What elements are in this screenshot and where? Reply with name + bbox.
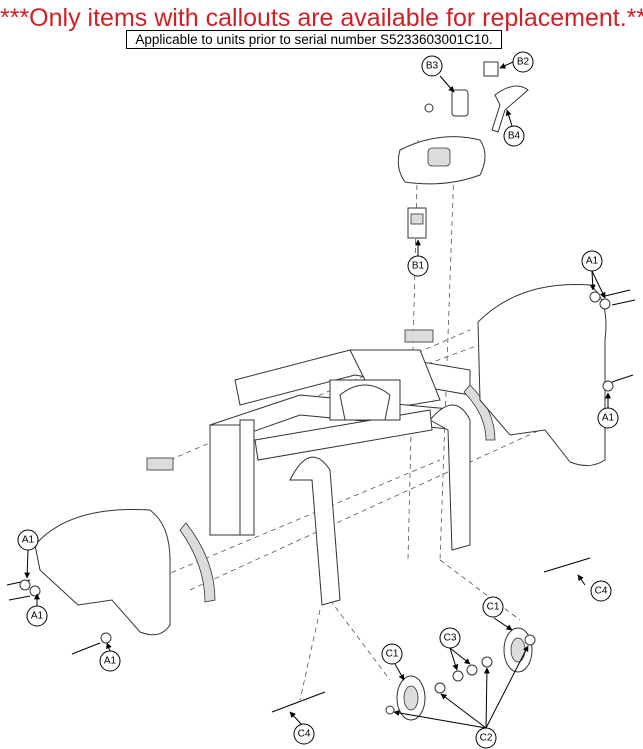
shroud-fasteners: [6, 289, 636, 655]
callout-leaders: [24, 61, 611, 729]
callout-label: C4: [298, 729, 311, 740]
callout-label: A1: [104, 656, 117, 667]
callout-label: C1: [386, 649, 399, 660]
callout-c4-left: C4: [293, 723, 315, 745]
callout-label: A1: [602, 413, 615, 424]
callout-label: B2: [517, 57, 530, 68]
console-assembly: [397, 61, 529, 239]
callout-label: A1: [22, 535, 35, 546]
callout-label: C3: [444, 633, 457, 644]
callout-b3: B3: [421, 55, 443, 77]
serial-notice: Applicable to units prior to serial numb…: [126, 30, 502, 49]
frame-chassis: [146, 329, 496, 606]
callout-c1-right: C1: [482, 596, 504, 618]
callout-label: A1: [586, 256, 599, 267]
callout-label: B3: [426, 61, 439, 72]
callout-a1-bottom: A1: [99, 650, 121, 672]
callout-b4: B4: [503, 125, 525, 147]
callout-a1-right: A1: [597, 407, 619, 429]
replacement-banner: ***Only items with callouts are availabl…: [0, 4, 643, 32]
callout-c2: C2: [475, 727, 497, 749]
callout-c1-left: C1: [381, 643, 403, 665]
wheel-hardware: [271, 557, 591, 721]
callout-label: C4: [595, 586, 608, 597]
callout-label: B1: [412, 261, 425, 272]
callout-a1-top-right: A1: [581, 250, 603, 272]
callout-a1-left-top: A1: [17, 529, 39, 551]
callout-b1: B1: [407, 255, 429, 277]
left-shroud: [34, 508, 171, 636]
right-shroud: [477, 283, 607, 466]
callout-c4-right: C4: [590, 580, 612, 602]
callout-c3: C3: [439, 627, 461, 649]
callout-a1-left-bottom: A1: [26, 605, 48, 627]
callout-b2: B2: [512, 51, 534, 73]
callout-label: C1: [487, 602, 500, 613]
callout-label: C2: [480, 733, 493, 744]
callout-label: B4: [508, 131, 521, 142]
callout-label: A1: [31, 611, 44, 622]
